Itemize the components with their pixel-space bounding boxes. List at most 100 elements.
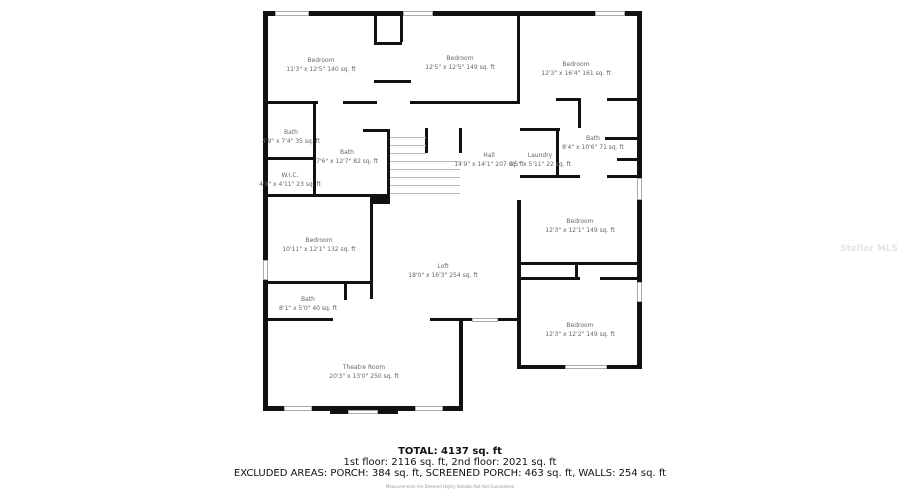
room-dims: 11'3" x 12'5" 140 sq. ft (286, 66, 356, 73)
wall (556, 128, 559, 176)
window (403, 11, 433, 16)
wall (263, 11, 641, 16)
wall (520, 262, 575, 265)
wall (520, 128, 560, 131)
room-dims: 12'3" x 16'4" 161 sq. ft (541, 70, 611, 77)
room-bedroom-6: Bedroom 12'3" x 12'2" 149 sq. ft (545, 321, 614, 339)
room-dims: 8'1" x 5'0" 40 sq. ft (278, 305, 338, 312)
wall (263, 281, 373, 284)
window (472, 318, 498, 322)
room-bedroom-5: Bedroom 12'3" x 12'1" 149 sq. ft (545, 217, 614, 235)
wall (517, 200, 521, 369)
room-name: Loft (437, 263, 449, 270)
wall (410, 101, 520, 104)
room-bedroom-2: Bedroom 12'5" x 12'5" 149 sq. ft (425, 54, 494, 72)
room-name: Bath (284, 129, 298, 136)
room-name: Hall (483, 152, 495, 159)
wall (343, 101, 377, 104)
wall (344, 284, 347, 300)
wall (459, 320, 463, 411)
wall (400, 16, 403, 42)
wall (363, 129, 390, 132)
wall (605, 137, 641, 140)
wall (313, 104, 316, 194)
room-dims: 4'9" x 7'4" 35 sq. ft (261, 138, 321, 145)
wall (370, 194, 390, 204)
wall (520, 277, 580, 280)
watermark: Stellar MLS (840, 244, 898, 254)
window (565, 365, 607, 369)
disclaimer: Measurements Are Deemed Highly Reliable … (385, 484, 515, 489)
wall (387, 129, 390, 204)
wall (263, 101, 318, 104)
wall (607, 98, 641, 101)
room-name: Laundry (527, 152, 553, 159)
window (275, 11, 309, 16)
room-bath-4: Bath 8'1" x 5'0" 40 sq. ft (279, 295, 337, 313)
room-bath-2: Bath 7'6" x 12'7" 82 sq. ft (316, 148, 378, 166)
wall (263, 194, 373, 197)
window (348, 410, 378, 414)
wall (607, 175, 641, 178)
room-dims: 12'3" x 12'2" 149 sq. ft (545, 331, 615, 338)
room-name: Bedroom (305, 237, 333, 244)
room-name: Bedroom (307, 57, 335, 64)
window (637, 178, 642, 200)
wall (425, 128, 428, 153)
room-name: W.I.C. (281, 172, 299, 179)
room-dims: 10'11" x 12'1" 132 sq. ft (282, 246, 356, 253)
wall (575, 262, 578, 280)
excluded-areas: EXCLUDED AREAS: PORCH: 384 sq. ft, SCREE… (233, 468, 667, 479)
room-dims: 4'9" x 4'11" 23 sq. ft (259, 181, 321, 188)
room-theatre: Theatre Room 20'3" x 13'0" 250 sq. ft (329, 363, 398, 381)
wall (517, 16, 520, 104)
window (415, 406, 443, 411)
staircase (390, 137, 460, 202)
room-bedroom-1: Bedroom 11'3" x 12'5" 140 sq. ft (286, 56, 355, 74)
room-bath-3: Bath 8'4" x 10'6" 71 sq. ft (562, 134, 624, 152)
wall (374, 16, 377, 42)
room-name: Bedroom (566, 218, 594, 225)
wall (617, 158, 641, 161)
room-dims: 18'0" x 16'3" 254 sq. ft (408, 272, 478, 279)
wall (600, 277, 641, 280)
wall (374, 80, 411, 83)
window (263, 260, 268, 280)
room-name: Theatre Room (342, 364, 386, 371)
wall (370, 204, 373, 299)
wall (263, 406, 463, 411)
wall (263, 318, 333, 321)
room-loft: Loft 18'0" x 16'3" 254 sq. ft (408, 262, 477, 280)
room-name: Bath (301, 296, 315, 303)
window (637, 282, 642, 302)
room-dims: 7'6" x 12'7" 82 sq. ft (316, 158, 378, 165)
room-wic: W.I.C. 4'9" x 4'11" 23 sq. ft (259, 171, 321, 189)
room-bedroom-4: Bedroom 10'11" x 12'1" 132 sq. ft (282, 236, 355, 254)
room-dims: 3'5" x 5'11" 22 sq. ft (509, 161, 571, 168)
room-dims: 14'9" x 14'1" 207 sq. ft (454, 161, 524, 168)
room-dims: 8'4" x 10'6" 71 sq. ft (562, 144, 624, 151)
wall (263, 157, 316, 160)
room-dims: 12'3" x 12'1" 149 sq. ft (545, 227, 615, 234)
floor-areas: 1st floor: 2116 sq. ft, 2nd floor: 2021 … (343, 457, 557, 468)
wall (374, 42, 402, 45)
room-dims: 12'5" x 12'5" 149 sq. ft (425, 64, 495, 71)
wall (578, 98, 581, 128)
room-laundry: Laundry 3'5" x 5'11" 22 sq. ft (509, 151, 571, 169)
room-name: Bedroom (566, 322, 594, 329)
window (595, 11, 625, 16)
wall (556, 98, 581, 101)
room-name: Bath (586, 135, 600, 142)
window (284, 406, 312, 411)
wall (520, 175, 580, 178)
room-name: Bath (340, 149, 354, 156)
wall (578, 262, 641, 265)
room-bath-1: Bath 4'9" x 7'4" 35 sq. ft (262, 128, 320, 146)
room-name: Bedroom (446, 55, 474, 62)
room-name: Bedroom (562, 61, 590, 68)
room-bedroom-3: Bedroom 12'3" x 16'4" 161 sq. ft (541, 60, 610, 78)
room-dims: 20'3" x 13'0" 250 sq. ft (329, 373, 399, 380)
room-hall: Hall 14'9" x 14'1" 207 sq. ft (454, 151, 523, 169)
wall (459, 128, 462, 153)
wall (263, 11, 268, 411)
